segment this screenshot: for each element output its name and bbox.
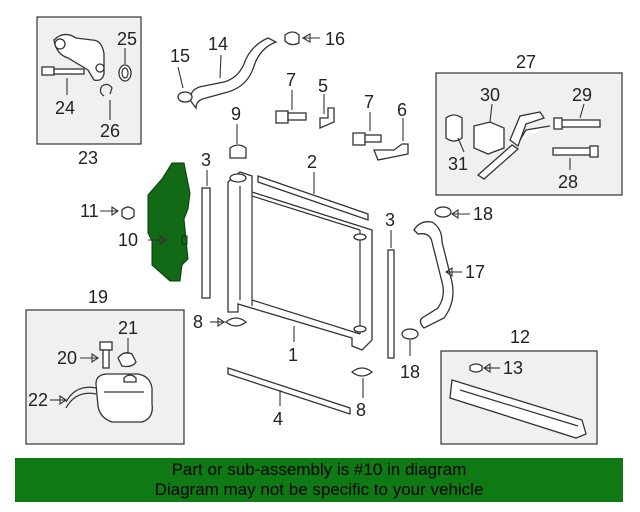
group-box-12: 13 12 xyxy=(440,327,598,445)
lower-hose-17-part xyxy=(413,221,454,329)
mount-8-left-part xyxy=(224,317,248,327)
bracket-5-part xyxy=(319,107,335,129)
callout-29: 29 xyxy=(572,85,592,105)
callout-9: 9 xyxy=(231,104,241,124)
callout-21: 21 xyxy=(118,318,138,338)
group-box-27: 27 30 29 31 28 xyxy=(435,52,623,196)
side-seal-3-left-part xyxy=(201,187,211,299)
air-deflector-10-part xyxy=(147,162,191,282)
lower-hose-group: 18 17 18 xyxy=(400,204,493,382)
callout-11: 11 xyxy=(80,201,99,221)
callout-24: 24 xyxy=(55,98,75,118)
hose-clamp-18-top-part xyxy=(434,206,452,218)
hose-clamp-15-part xyxy=(177,91,193,103)
clip-13-part xyxy=(469,363,483,373)
callout-15: 15 xyxy=(170,46,190,66)
callout-16: 16 xyxy=(325,29,345,49)
cap-21-part xyxy=(117,352,137,368)
cap-9-part xyxy=(229,144,247,159)
callout-7a: 7 xyxy=(286,70,296,90)
callout-4: 4 xyxy=(273,409,283,429)
upper-hose-group: 15 14 16 xyxy=(170,29,345,110)
callout-23: 23 xyxy=(78,148,98,168)
air-guide-12-part xyxy=(449,379,587,439)
thermostat-housing-part xyxy=(53,33,105,82)
bolt-29-part xyxy=(559,119,601,128)
side-seal-3-right-part xyxy=(387,249,395,359)
gasket-31-part xyxy=(445,114,463,142)
clip-11-part xyxy=(121,206,135,220)
callout-10: 10 xyxy=(118,230,138,250)
bracket-bolt-group: 7 5 7 6 xyxy=(275,70,409,161)
callout-18b: 18 xyxy=(400,362,420,382)
callout-2: 2 xyxy=(307,152,317,172)
o-ring-part xyxy=(118,64,132,82)
radiator-core-part xyxy=(227,171,373,351)
callout-8b: 8 xyxy=(356,400,366,420)
callout-30: 30 xyxy=(480,85,500,105)
radiator-group: 3 9 2 3 1 8 8 xyxy=(193,104,395,429)
callout-17: 17 xyxy=(465,262,485,282)
callout-31: 31 xyxy=(448,154,468,174)
group-box-19: 20 21 22 19 xyxy=(25,287,185,445)
hose-clamp-16-part xyxy=(284,31,300,46)
callout-1: 1 xyxy=(288,345,298,365)
callout-27: 27 xyxy=(516,52,536,72)
callout-6: 6 xyxy=(397,100,407,120)
group-box-23: 25 24 26 23 xyxy=(36,16,142,168)
highlight-part-10: 10 11 xyxy=(80,162,191,282)
callout-12: 12 xyxy=(510,327,530,347)
reservoir-tank-part xyxy=(95,373,153,423)
coolant-pipe-part xyxy=(509,111,546,148)
callout-20: 20 xyxy=(57,348,77,368)
callout-19: 19 xyxy=(88,287,108,307)
callout-8a: 8 xyxy=(193,312,203,332)
callout-3a: 3 xyxy=(201,150,211,170)
callout-28: 28 xyxy=(558,172,578,192)
callout-3b: 3 xyxy=(385,210,395,230)
hose-clamp-18-bottom-part xyxy=(401,328,419,340)
water-outlet-30-part xyxy=(473,121,505,155)
callout-13: 13 xyxy=(503,358,523,378)
bolt-20-part xyxy=(102,349,110,369)
mount-8-right-part xyxy=(350,367,374,377)
callout-7b: 7 xyxy=(364,92,374,112)
banner-line-2: Diagram may not be specific to your vehi… xyxy=(154,480,484,499)
info-banner: Part or sub-assembly is #10 in diagram D… xyxy=(15,458,623,502)
bolt-head-part xyxy=(41,66,55,76)
top-seal-2-part xyxy=(257,175,369,221)
bracket-6-part xyxy=(373,143,409,161)
callout-14: 14 xyxy=(208,34,228,54)
upper-hose-part xyxy=(189,37,278,110)
callout-25: 25 xyxy=(117,29,137,49)
callout-26: 26 xyxy=(100,121,120,141)
banner-line-1: Part or sub-assembly is #10 in diagram xyxy=(171,460,467,479)
callout-22: 22 xyxy=(28,390,48,410)
bottom-seal-4-part xyxy=(227,367,351,415)
callout-18a: 18 xyxy=(473,204,493,224)
bolt-28-part xyxy=(552,147,594,156)
parts-diagram: 25 24 26 23 15 14 16 7 5 7 6 xyxy=(25,16,623,445)
callout-5: 5 xyxy=(318,76,328,96)
